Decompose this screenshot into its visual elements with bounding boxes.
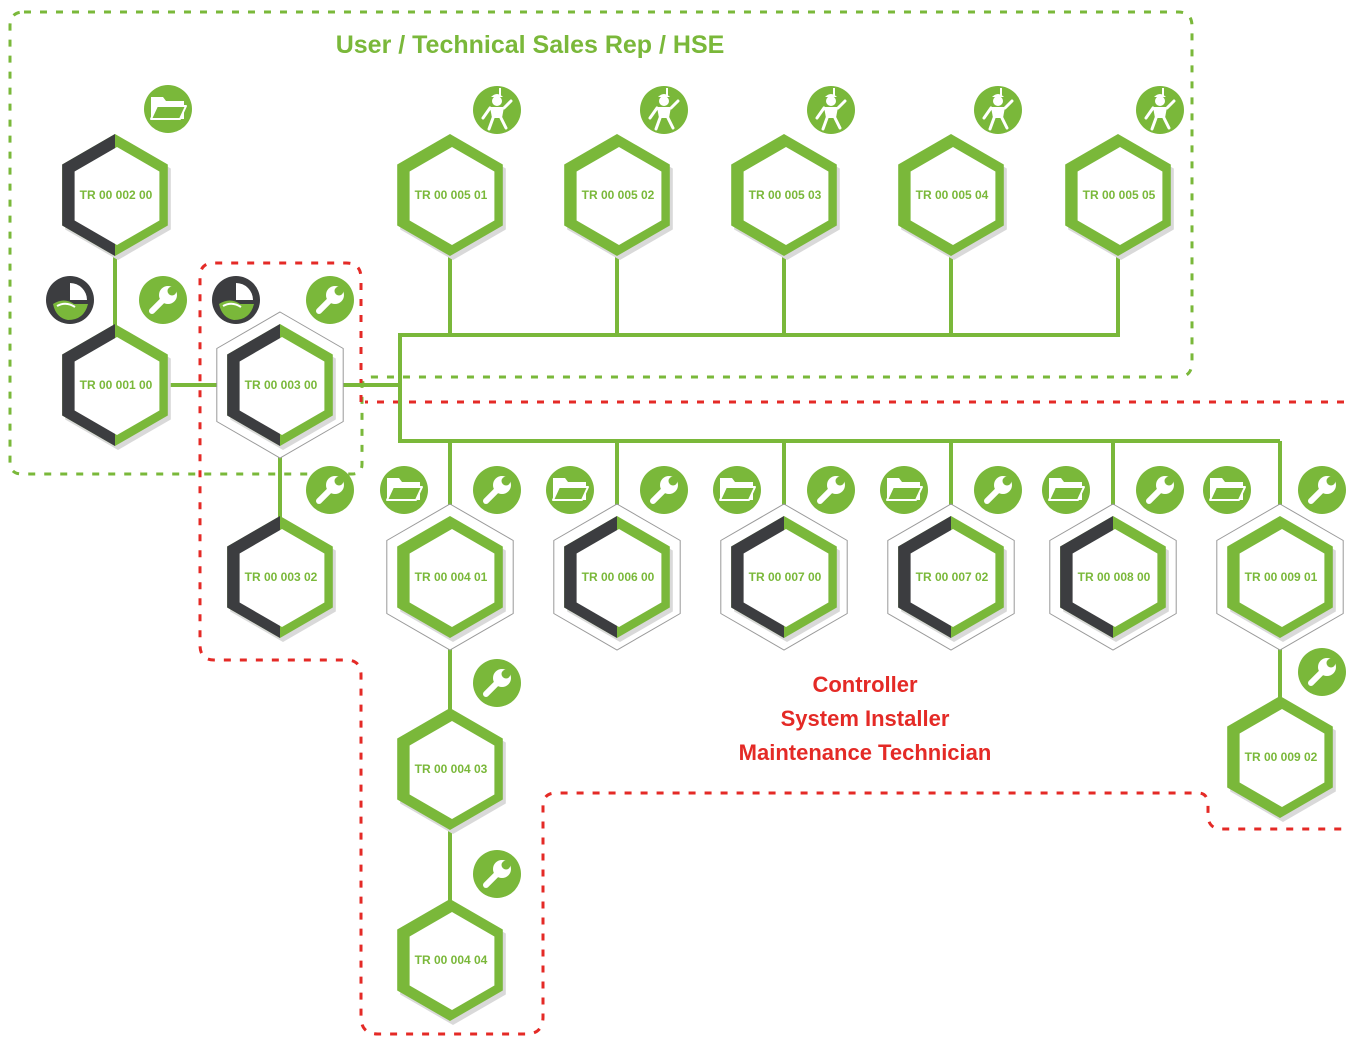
- node-face: [409, 912, 495, 1010]
- node-tr-00-005-05: TR 00 005 05: [1065, 134, 1174, 260]
- node-label: TR 00 009 01: [1245, 570, 1318, 584]
- book-icon: [1042, 466, 1090, 514]
- node-label: TR 00 008 00: [1078, 570, 1151, 584]
- node-label: TR 00 004 04: [415, 953, 488, 967]
- clock-icon: [212, 276, 260, 324]
- node-label: TR 00 005 05: [1083, 188, 1156, 202]
- wrench-icon: [640, 466, 688, 514]
- node-tr-00-007-00: TR 00 007 00: [720, 503, 848, 651]
- book-icon: [713, 466, 761, 514]
- node-label: TR 00 005 01: [415, 188, 488, 202]
- wrench-icon: [473, 659, 521, 707]
- node-face: [239, 337, 325, 435]
- node-face: [910, 529, 996, 627]
- wrench-icon: [473, 466, 521, 514]
- node-tr-00-001-00: TR 00 001 00: [62, 324, 171, 450]
- node-label: TR 00 005 04: [916, 188, 989, 202]
- harness-worker-icon: [640, 86, 688, 134]
- wrench-icon: [1136, 466, 1184, 514]
- node-face: [409, 529, 495, 627]
- node-face: [409, 147, 495, 245]
- node-label: TR 00 002 00: [80, 188, 153, 202]
- node-face: [74, 147, 160, 245]
- node-label: TR 00 009 02: [1245, 750, 1318, 764]
- node-face: [239, 529, 325, 627]
- node-tr-00-004-01: TR 00 004 01: [386, 503, 514, 651]
- node-face: [576, 147, 662, 245]
- controller-zone-border: [198, 261, 1344, 1036]
- node-face: [910, 147, 996, 245]
- controller-zone-line: System Installer: [781, 706, 950, 731]
- node-tr-00-004-03: TR 00 004 03: [397, 708, 506, 834]
- node-face: [1239, 709, 1325, 807]
- node-tr-00-009-01: TR 00 009 01: [1216, 503, 1344, 651]
- wrench-icon: [473, 850, 521, 898]
- node-label: TR 00 006 00: [582, 570, 655, 584]
- node-tr-00-003-00: TR 00 003 00: [216, 311, 344, 459]
- node-tr-00-004-04: TR 00 004 04: [397, 899, 506, 1025]
- node-face: [1072, 529, 1158, 627]
- nodes-layer: TR 00 002 00 TR 00 001 00 TR 00 003 00 TR 0…: [46, 85, 1346, 1025]
- node-label: TR 00 007 02: [916, 570, 989, 584]
- node-face: [74, 337, 160, 435]
- wrench-icon: [1298, 648, 1346, 696]
- book-icon: [380, 466, 428, 514]
- wrench-icon: [1298, 466, 1346, 514]
- node-face: [409, 721, 495, 819]
- controller-zone-title: Controller System Installer Maintenance …: [739, 672, 992, 765]
- node-tr-00-005-01: TR 00 005 01: [397, 134, 506, 260]
- node-face: [1077, 147, 1163, 245]
- node-tr-00-005-02: TR 00 005 02: [564, 134, 673, 260]
- wrench-icon: [306, 276, 354, 324]
- node-tr-00-002-00: TR 00 002 00: [62, 134, 171, 260]
- book-icon: [144, 85, 192, 133]
- node-tr-00-007-02: TR 00 007 02: [887, 503, 1015, 651]
- node-tr-00-003-02: TR 00 003 02: [227, 516, 336, 642]
- clock-icon: [46, 276, 94, 324]
- node-face: [576, 529, 662, 627]
- node-tr-00-005-04: TR 00 005 04: [898, 134, 1007, 260]
- node-face: [743, 529, 829, 627]
- node-label: TR 00 001 00: [80, 378, 153, 392]
- book-icon: [1203, 466, 1251, 514]
- user-zone-title: User / Technical Sales Rep / HSE: [336, 31, 725, 59]
- node-tr-00-006-00: TR 00 006 00: [553, 503, 681, 651]
- node-label: TR 00 004 03: [415, 762, 488, 776]
- wrench-icon: [306, 466, 354, 514]
- book-icon: [546, 466, 594, 514]
- node-label: TR 00 005 03: [749, 188, 822, 202]
- node-label: TR 00 007 00: [749, 570, 822, 584]
- node-label: TR 00 004 01: [415, 570, 488, 584]
- harness-worker-icon: [1136, 86, 1184, 134]
- wrench-icon: [974, 466, 1022, 514]
- node-face: [1239, 529, 1325, 627]
- controller-zone-line: Controller: [812, 672, 918, 697]
- node-label: TR 00 003 00: [245, 378, 318, 392]
- node-tr-00-005-03: TR 00 005 03: [731, 134, 840, 260]
- node-tr-00-008-00: TR 00 008 00: [1049, 503, 1177, 651]
- node-label: TR 00 003 02: [245, 570, 318, 584]
- wrench-icon: [139, 276, 187, 324]
- controller-zone-line: Maintenance Technician: [739, 740, 992, 765]
- harness-worker-icon: [473, 86, 521, 134]
- node-tr-00-009-02: TR 00 009 02: [1227, 696, 1336, 822]
- wrench-icon: [807, 466, 855, 514]
- node-label: TR 00 005 02: [582, 188, 655, 202]
- harness-worker-icon: [807, 86, 855, 134]
- node-face: [743, 147, 829, 245]
- harness-worker-icon: [974, 86, 1022, 134]
- book-icon: [880, 466, 928, 514]
